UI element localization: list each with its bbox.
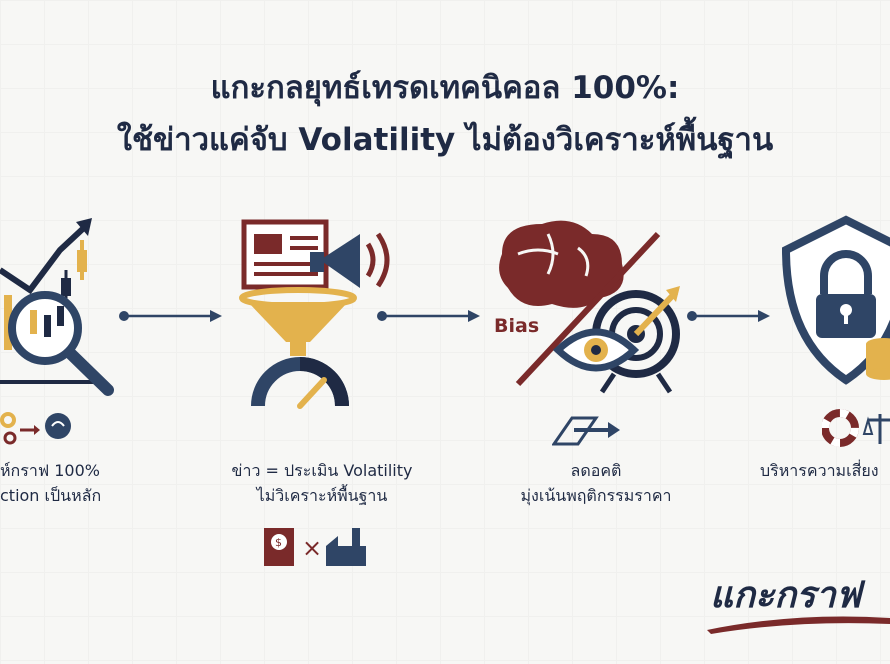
shield-lock-icon (781, 215, 890, 385)
step-1-caption: ห์กราฟ 100% ction เป็นหลัก (0, 458, 101, 508)
page-title: แกะกลยุทธ์เทรดเทคนิคอล 100%: ใช้ข่าวแค่จ… (0, 62, 890, 166)
news-filter-gauge-icon (239, 219, 390, 409)
svg-text:$: $ (275, 536, 282, 549)
lifebuoy-scale-icon (822, 409, 890, 447)
book-no-factory-icon: $ × (264, 528, 366, 566)
svg-text:×: × (302, 534, 322, 562)
bias-label: Bias (494, 315, 539, 337)
brand-swoosh (707, 616, 890, 634)
step-2-caption-line-1: ข่าว = ประเมิน Volatility (231, 461, 413, 480)
title-line-2: ใช้ข่าวแค่จับ Volatility ไม่ต้องวิเคราะห… (116, 122, 774, 158)
step-1-caption-line-1: ห์กราฟ 100% (0, 461, 100, 480)
step-3-caption-line-2: มุ่งเน้นพฤติกรรมราคา (520, 486, 672, 505)
bias-brain-target-icon: Bias (494, 220, 680, 394)
flow-arrow-1 (119, 310, 222, 322)
title-line-1: แกะกลยุทธ์เทรดเทคนิคอล 100%: (210, 70, 680, 106)
step-3-caption-line-1: ลดอคติ (570, 461, 622, 480)
brand-signature: แกะกราฟ (710, 574, 862, 616)
gears-to-brain-icon (0, 412, 71, 445)
step-4-caption-line-1: บริหารความเสี่ยง (760, 461, 879, 480)
flow-arrow-3 (687, 310, 770, 322)
step-2-caption: ข่าว = ประเมิน Volatility ไม่วิเคราะห์พื… (222, 458, 422, 508)
step-1-caption-line-2: ction เป็นหลัก (0, 486, 102, 505)
step-2-caption-line-2: ไม่วิเคราะห์พื้นฐาน (256, 486, 388, 505)
step-4-caption: บริหารความเสี่ยง (760, 458, 879, 483)
chart-magnifier-icon (0, 218, 114, 396)
step-3-caption: ลดอคติ มุ่งเน้นพฤติกรรมราคา (496, 458, 696, 508)
shift-arrow-icon (552, 416, 620, 446)
flow-arrow-2 (377, 310, 480, 322)
